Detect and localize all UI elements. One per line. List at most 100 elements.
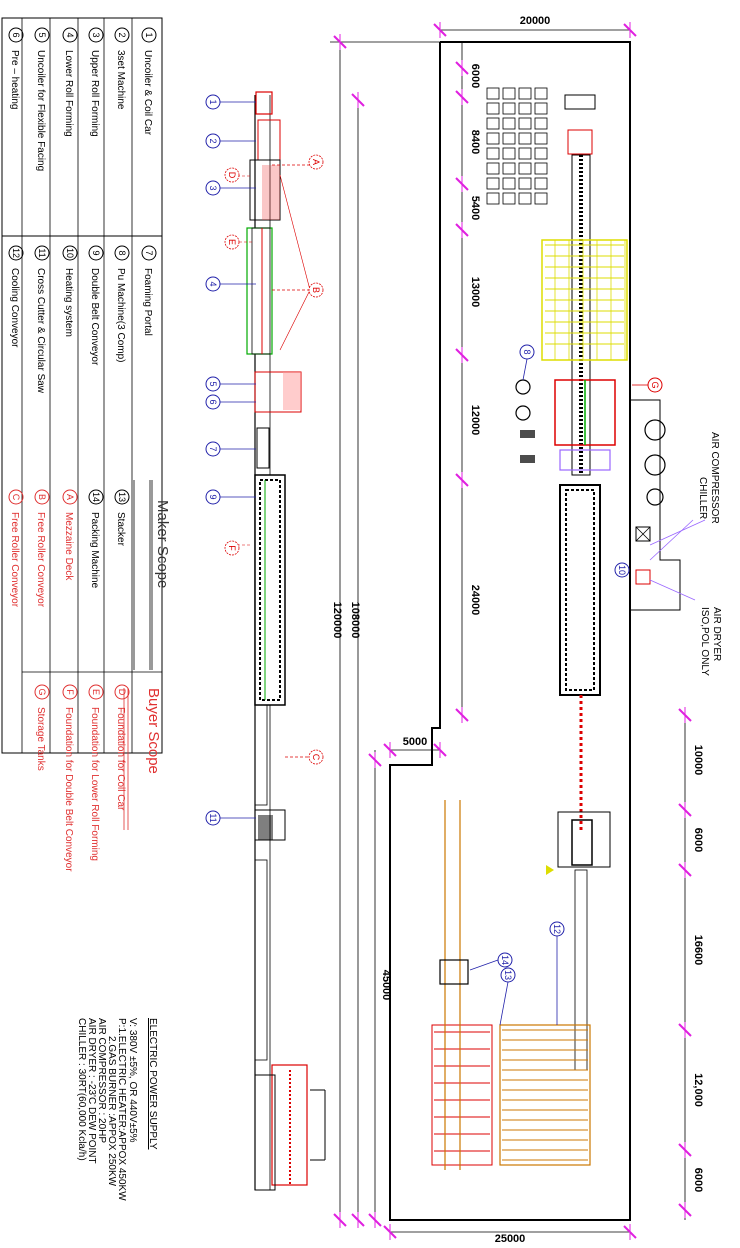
svg-text:Maker Scope: Maker Scope	[154, 500, 171, 588]
legend-number-circle	[141, 27, 157, 43]
legend-label: Foaming Portal	[142, 268, 153, 336]
side-letter-marker: E	[224, 234, 240, 250]
dimension-value: 45000	[380, 970, 392, 1001]
side-marker-number: 1	[208, 99, 218, 104]
plan-marker-number: G	[650, 381, 660, 388]
legend-number-circle	[8, 489, 24, 505]
dimension-label: 13000	[469, 277, 481, 308]
side-letter-marker: C	[308, 749, 324, 765]
legend-number: 7	[144, 250, 154, 255]
legend-number-circle	[114, 245, 130, 261]
legend-number: 1	[144, 32, 154, 37]
legend-label: Foundation for Double Belt Conveyor	[63, 707, 74, 872]
side-marker-number: 7	[208, 446, 218, 451]
legend-label: Mezzaine Deck	[63, 512, 74, 581]
plan-marker-number: 14	[500, 955, 510, 965]
legend-label: Stacker	[115, 512, 126, 547]
legend-item: 8Pu Machine(3 Comp)	[114, 245, 130, 362]
power-title: ELECTRIC POWER SUPPLY	[147, 1018, 158, 1150]
side-letter: E	[227, 239, 237, 245]
side-letter: D	[227, 172, 237, 179]
iso-pol-label: ISO,POL ONLY	[699, 607, 710, 676]
legend-number-circle	[114, 27, 130, 43]
side-marker-number: 9	[208, 494, 218, 499]
dimension-ticks	[333, 22, 692, 1240]
side-marker-number: 11	[208, 813, 218, 822]
legend-label: Foundation for Lower Roll Forming	[89, 707, 100, 861]
power-supply-title: ELECTRIC POWER SUPPLY	[147, 1018, 158, 1150]
legend-number-circle	[88, 245, 104, 261]
side-marker-number: 6	[208, 399, 218, 404]
legend-number-circle	[88, 489, 104, 505]
legend-number: 12	[11, 248, 21, 258]
dimension-value: 25000	[495, 1233, 526, 1243]
legend-label: Heating system	[63, 268, 74, 337]
dimension-label: 12000	[469, 405, 481, 436]
legend-number: G	[37, 688, 47, 695]
dimension-label: 6000	[469, 64, 481, 88]
side-letter-marker: A	[308, 154, 324, 170]
maker-scope-title: Maker Scope	[154, 500, 171, 588]
dimension-value: 16600	[692, 935, 704, 966]
plan-marker: 12	[549, 921, 565, 1025]
legend-number-circle	[34, 489, 50, 505]
dimension-label: 6000	[692, 1168, 704, 1192]
air-dryer-label: AIR DRYER	[711, 607, 722, 661]
dimension-lines	[330, 29, 686, 1233]
dimension-value: 6000	[469, 64, 481, 88]
power-line-text: 2.GAS BURNER :APPOX 250KW	[106, 1036, 117, 1187]
legend-label: 3set Machine	[115, 50, 126, 110]
legend-number-circle	[34, 27, 50, 43]
side-view	[232, 91, 326, 1191]
plan-marker: 8	[519, 344, 535, 381]
legend-number-circle	[34, 684, 50, 700]
legend-label: Free Roller Conveyor	[9, 512, 20, 608]
legend-number: 8	[117, 250, 127, 255]
dimension-labels: 2000025000500060008400540013000120002400…	[331, 15, 704, 1245]
dimension-label: 5000	[403, 736, 427, 748]
legend-number-circle	[8, 27, 24, 43]
dimension-value: 120000	[331, 602, 343, 639]
power-line: V: 380V ±5%, OR 440V±5%	[127, 1018, 138, 1143]
side-marker-number: 2	[208, 138, 218, 143]
plan-marker: 10	[614, 562, 630, 578]
dimension-value: 10000	[692, 745, 704, 776]
legend-number-circle	[88, 684, 104, 700]
dimension-label: 20000	[520, 15, 551, 27]
legend-label: Upper Roll Forming	[89, 50, 100, 137]
legend-number: 9	[91, 250, 101, 255]
side-marker-number: 4	[208, 281, 218, 286]
plan-marker-number: 8	[522, 349, 532, 354]
svg-text:AIR DRYER: AIR DRYER	[711, 607, 722, 661]
side-letter: A	[311, 159, 321, 165]
legend-number-circle	[88, 27, 104, 43]
side-marker: 3	[205, 180, 256, 196]
plan-marker: 14	[469, 952, 513, 971]
side-letter-marker: B	[308, 282, 324, 298]
dimension-label: 45000	[380, 970, 392, 1001]
legend-number: 4	[65, 32, 75, 37]
chiller-label: CHILLER	[697, 477, 708, 519]
power-line: P:1.ELECTRIC HEATER:APPOX 450KW	[116, 1018, 127, 1201]
legend-label: Cross Cutter & Circular Saw	[35, 268, 46, 394]
legend-number-circle	[114, 489, 130, 505]
svg-text:ISO,POL ONLY: ISO,POL ONLY	[699, 607, 710, 676]
side-marker: 6	[205, 394, 256, 410]
